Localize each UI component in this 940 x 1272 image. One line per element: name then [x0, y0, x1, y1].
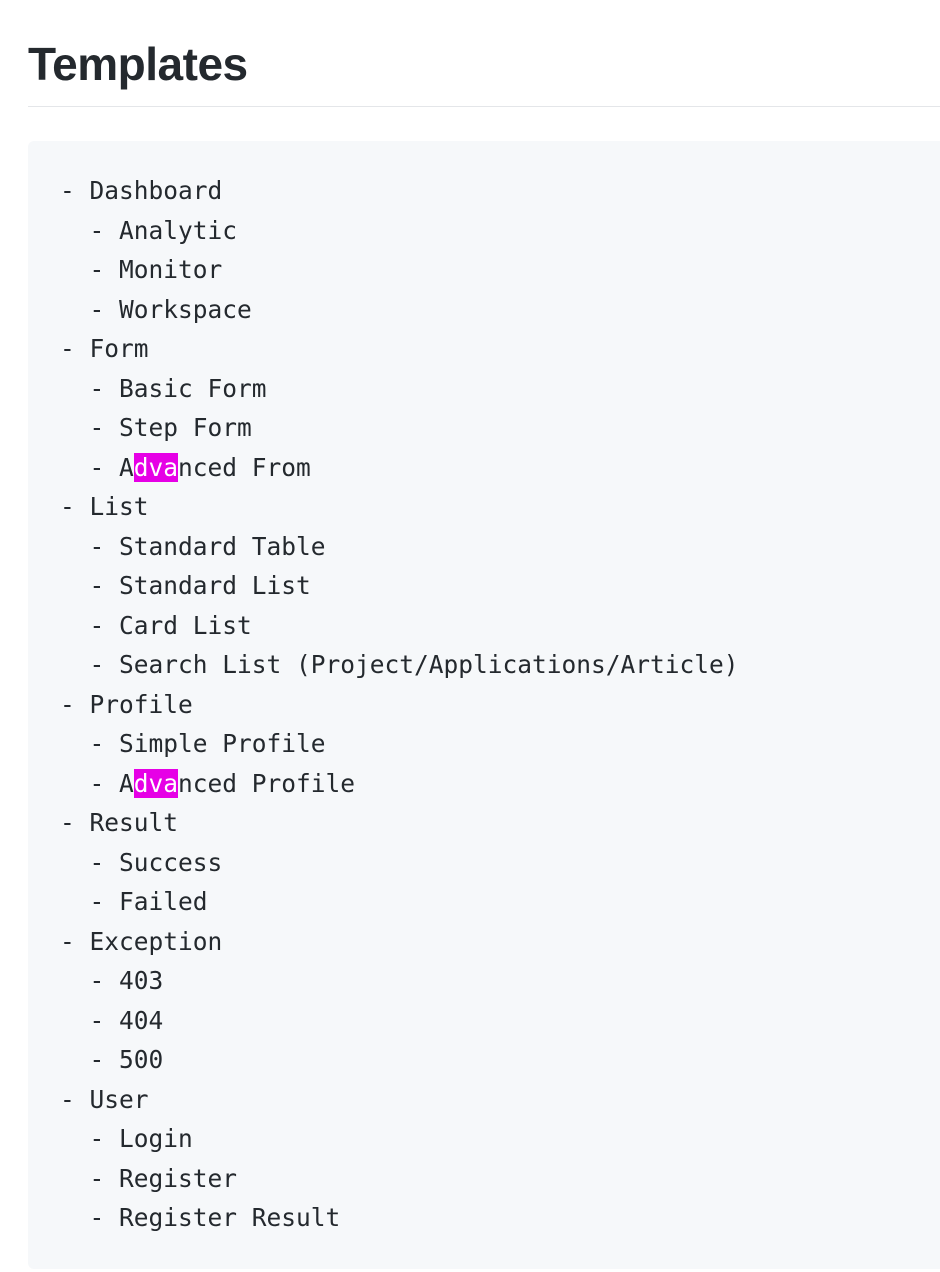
code-line: - Analytic	[60, 215, 238, 245]
code-line: - Success	[60, 847, 223, 877]
code-line: - Login	[60, 1124, 193, 1153]
highlighted-text: dva	[133, 452, 179, 482]
code-line: - Advanced From	[60, 448, 940, 488]
code-line: - Search List (Project/Applications/Arti…	[60, 650, 739, 679]
code-line: - Workspace	[60, 294, 252, 324]
code-line: - 500	[60, 1045, 164, 1074]
code-line: - Basic Form	[60, 373, 267, 403]
code-line: - Dashboard	[60, 176, 223, 205]
code-line: - 403	[60, 966, 164, 995]
code-content: - Dashboard - Analytic - Monitor - Works…	[28, 171, 940, 1238]
code-line: - Register	[60, 1163, 238, 1193]
code-line: - List	[60, 492, 149, 521]
code-line: - Result	[60, 808, 179, 837]
code-line: - Register Result	[60, 1203, 341, 1232]
code-line: - User	[60, 1084, 149, 1114]
code-line-text: nced From	[178, 452, 311, 482]
code-line: - Monitor	[60, 255, 223, 284]
code-block: - Dashboard - Analytic - Monitor - Works…	[28, 141, 940, 1269]
code-line-text: nced Profile	[178, 768, 356, 798]
code-line: - Exception	[60, 926, 223, 956]
code-line: - Simple Profile	[60, 729, 326, 758]
code-line: - Failed	[60, 887, 208, 916]
code-line: - Standard List	[60, 571, 311, 600]
code-line: - 404	[60, 1005, 164, 1035]
code-line-text: - A	[60, 768, 134, 798]
code-line: - Profile	[60, 689, 193, 719]
page-title: Templates	[28, 38, 248, 90]
code-line-text: - A	[60, 452, 134, 482]
code-line: - Advanced Profile	[60, 764, 940, 804]
code-line: - Card List	[60, 610, 252, 640]
code-line: - Standard Table	[60, 531, 326, 561]
code-line: - Step Form	[60, 413, 252, 442]
title-divider	[28, 106, 940, 107]
code-line: - Form	[60, 334, 149, 363]
highlighted-text: dva	[133, 768, 179, 798]
